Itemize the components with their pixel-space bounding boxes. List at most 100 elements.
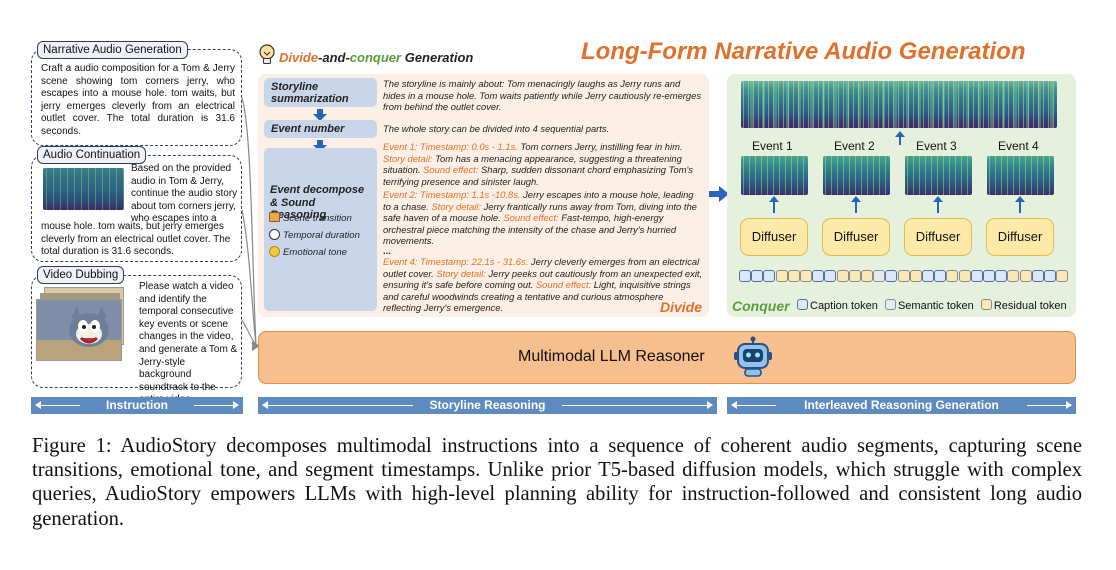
audio-spectrogram-thumbnail xyxy=(43,168,124,210)
interleaved-bar-right-arrow xyxy=(1027,401,1072,409)
residual-token-label: Residual token xyxy=(993,300,1067,312)
token xyxy=(958,270,971,282)
arrow-down-1 xyxy=(313,108,327,126)
token xyxy=(861,270,873,282)
caption-token-swatch xyxy=(797,299,808,310)
narrative-instruction-box xyxy=(31,49,242,146)
event-1-timestamp: Timestamp: 0.0s - 1.1s. xyxy=(420,141,518,152)
multimodal-llm-reasoner: Multimodal LLM Reasoner xyxy=(258,331,1076,384)
instruction-bar-left-arrow xyxy=(35,401,80,409)
arrow-up-event-2 xyxy=(851,196,861,213)
event-decompose-step: Event decompose & Sound Reasoning Scene … xyxy=(264,148,377,311)
event-1-title: Event 1 xyxy=(752,139,793,153)
emotional-tone-item: Emotional tone xyxy=(269,246,347,258)
tom-cat-thumbnail xyxy=(37,300,121,360)
storyline-bar-left-arrow xyxy=(262,401,413,409)
event-1-sound-label: Sound effect: xyxy=(423,164,479,176)
event-4-sound: Light, inquisitive strings and careful w… xyxy=(383,279,691,314)
token xyxy=(995,270,1008,282)
event-1-text: Event 1: Timestamp: 0.0s - 1.1s. Tom cor… xyxy=(383,141,703,187)
token xyxy=(983,270,995,282)
event-3-spectrogram xyxy=(905,156,972,195)
storyline-bar-right-arrow xyxy=(562,401,713,409)
diffuser-1: Diffuser xyxy=(740,218,808,256)
event-number-step: Event number xyxy=(264,120,377,138)
continuation-instruction-text-bottom: mouse hole. tom waits, but jerry emerges… xyxy=(41,221,231,258)
event-2-summary: Jerry escapes into a mouse hole, leading… xyxy=(383,189,694,212)
event-2-timestamp: Timestamp: 1.1s -10.8s. xyxy=(420,189,521,200)
token xyxy=(848,270,861,282)
token-legend: Caption token Semantic token Residual to… xyxy=(797,299,1067,312)
residual-token-swatch xyxy=(980,299,992,310)
token xyxy=(1031,270,1044,282)
semantic-token-label: Semantic token xyxy=(897,300,974,312)
divide-label: Divide xyxy=(660,299,703,315)
token xyxy=(885,270,898,282)
temporal-duration-label: Temporal duration xyxy=(283,230,360,241)
event-1-spectrogram xyxy=(741,156,808,195)
video-frame-front xyxy=(36,299,122,361)
event-4-title: Event 4 xyxy=(998,139,1039,153)
token xyxy=(775,270,788,282)
token xyxy=(897,270,910,282)
event-4-text: Event 4: Timestamp: 22.1s - 31.6s. Jerry… xyxy=(383,256,703,314)
event-4-detail-label: Story detail: xyxy=(436,267,486,279)
event-number-text: The whole story can be divided into 4 se… xyxy=(383,123,610,134)
event-3-title: Event 3 xyxy=(916,139,957,153)
token xyxy=(800,270,812,282)
lightbulb-icon xyxy=(258,44,276,71)
token xyxy=(787,270,800,282)
interleaved-bar-label: Interleaved Reasoning Generation xyxy=(804,398,999,412)
token xyxy=(1007,270,1020,282)
token xyxy=(763,270,776,282)
storyline-summarization-step: Storyline summarization xyxy=(264,78,377,107)
divide-and-conquer-title: Divide-and-conquer Generation xyxy=(279,50,473,65)
arrow-up-event-1 xyxy=(769,196,779,213)
title-generation-word: Generation xyxy=(401,50,474,65)
continuation-instruction-text-side: Based on the provided audio in Tom & Jer… xyxy=(131,163,238,225)
caption-token-label: Caption token xyxy=(810,300,878,312)
storyline-text: The storyline is mainly about: Tom menac… xyxy=(383,78,702,113)
instruction-to-llm-connectors xyxy=(241,97,260,351)
narrative-audio-generation-label: Narrative Audio Generation xyxy=(37,41,188,59)
event-2-text: Event 2: Timestamp: 1.1s -10.8s. Jerry e… xyxy=(383,189,703,247)
token xyxy=(1019,270,1032,282)
event-1-sound: Sharp, sudden dissonant chord emphasizin… xyxy=(383,164,693,187)
token xyxy=(946,270,959,282)
token xyxy=(970,270,983,282)
event-2-title: Event 2 xyxy=(834,139,875,153)
event-4-detail: Jerry peeks out cautiously from an unexp… xyxy=(383,267,703,291)
token xyxy=(836,270,849,282)
title-conquer-word: conquer xyxy=(349,50,402,65)
event-4-label: Event 4: xyxy=(383,256,418,267)
diffuser-2: Diffuser xyxy=(822,218,890,256)
diffuser-3: Diffuser xyxy=(904,218,972,256)
diffuser-4: Diffuser xyxy=(986,218,1054,256)
event-1-detail-label: Story detail: xyxy=(383,152,433,164)
title-and-word: -and- xyxy=(318,50,350,65)
token xyxy=(812,270,825,282)
event-2-label: Event 2: xyxy=(383,189,418,200)
event-2-sound-label: Sound effect: xyxy=(503,212,559,224)
smiley-icon xyxy=(269,246,280,257)
long-audio-spectrogram xyxy=(741,81,1057,128)
robot-icon xyxy=(732,336,774,383)
storyline-reasoning-bar: Storyline Reasoning xyxy=(258,397,717,414)
audio-continuation-label: Audio Continuation xyxy=(37,146,147,164)
event-1-summary: Tom corners Jerry, instilling fear in hi… xyxy=(517,141,683,152)
token xyxy=(934,270,947,282)
token xyxy=(739,270,751,282)
ellipsis: ... xyxy=(383,245,391,256)
interleaved-bar-left-arrow xyxy=(731,401,776,409)
event-1-detail: Tom has a menacing appearance, suggestin… xyxy=(383,152,682,176)
figure-caption: Figure 1: AudioStory decomposes multimod… xyxy=(32,435,1082,530)
event-2-sound: Fast-tempo, high-energy orchestral piece… xyxy=(383,212,677,247)
token xyxy=(824,270,837,282)
llm-label: Multimodal LLM Reasoner xyxy=(518,348,705,365)
event-decompose-label: Event decompose & Sound Reasoning xyxy=(270,184,365,221)
event-1-label: Event 1: xyxy=(383,141,418,152)
conquer-label: Conquer xyxy=(732,298,790,314)
temporal-duration-item: Temporal duration xyxy=(269,229,360,241)
clock-icon xyxy=(269,229,280,240)
event-2-detail-label: Story detail: xyxy=(431,200,481,212)
